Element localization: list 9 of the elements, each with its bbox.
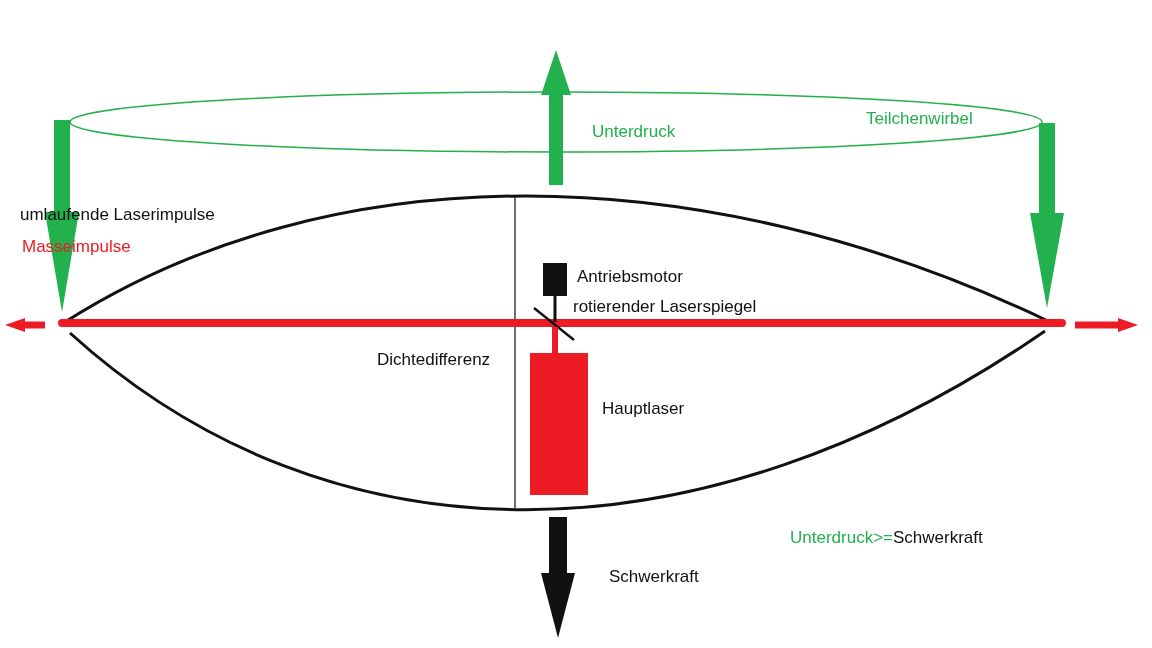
label: Unterdruck — [592, 122, 676, 142]
label: Dichtedifferenz — [377, 350, 491, 370]
label: Antriebsmotor — [577, 267, 683, 287]
label: rotierender Laserspiegel — [573, 297, 757, 317]
label: Schwerkraft — [609, 567, 699, 587]
label: Teilchenwirbel — [866, 109, 973, 129]
label: Unterdruck>= — [790, 528, 893, 548]
label: Schwerkraft — [893, 528, 983, 548]
label: Hauptlaser — [602, 399, 685, 419]
